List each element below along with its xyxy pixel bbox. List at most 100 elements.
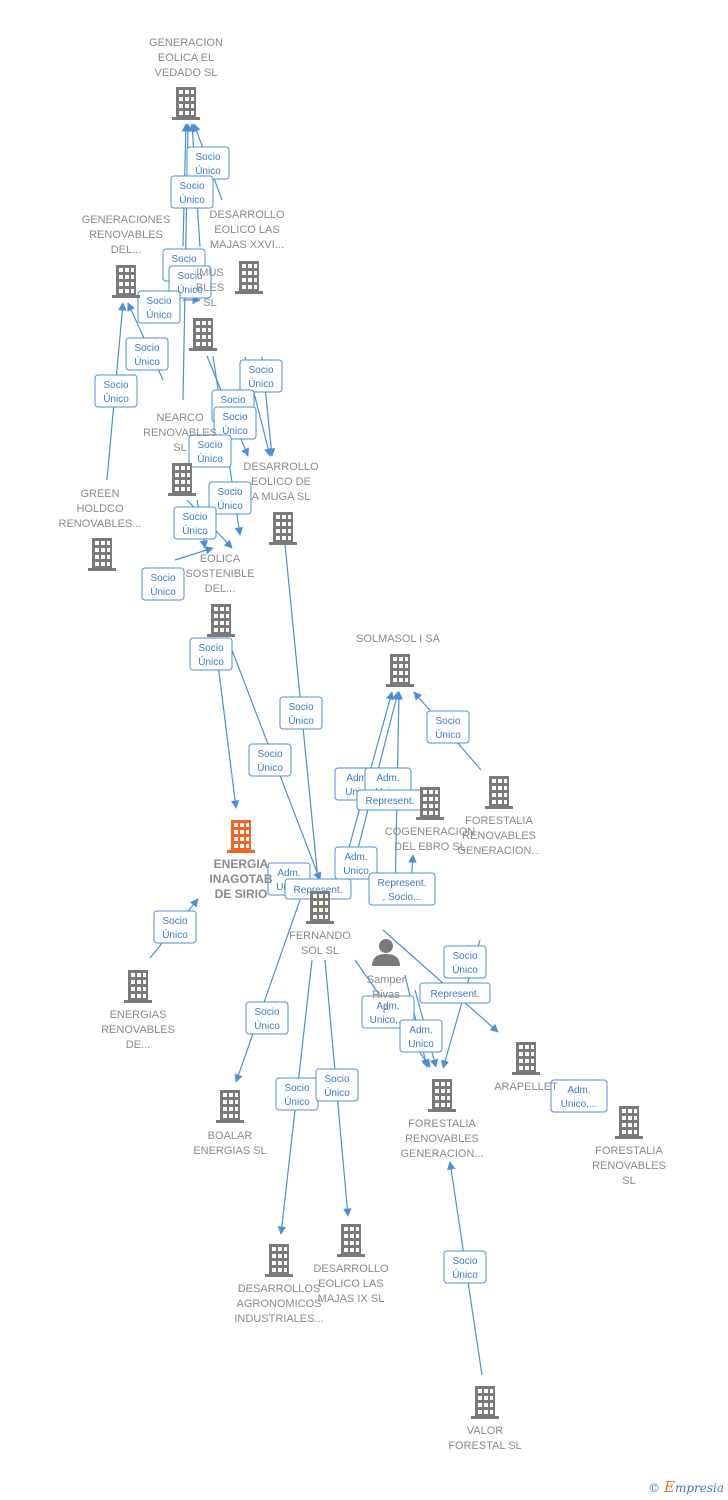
node-label: EOLICO LAS [318, 1278, 383, 1290]
edge-label[interactable]: Adm.Unico [399, 1019, 443, 1053]
building-icon [207, 604, 235, 637]
brand-name: mpresia [674, 1481, 724, 1495]
edge-label-text: Socio [220, 395, 245, 406]
node-label: RENOVABLES [143, 427, 217, 439]
edge-label[interactable]: Represent., Socio... [368, 872, 436, 906]
node-n9[interactable]: SOLMASOL I SA [356, 633, 441, 687]
building-icon [306, 891, 334, 924]
edge-label-text: Represent. [366, 796, 415, 807]
edge-label-text: Unico [343, 866, 369, 877]
building-icon [216, 1090, 244, 1123]
edge-label-text: Único [452, 1268, 478, 1281]
building-icon [428, 1079, 456, 1112]
building-icon [88, 538, 116, 571]
building-icon-highlight [227, 820, 255, 853]
building-icon [337, 1224, 365, 1257]
edge-label-text: Único [103, 392, 129, 405]
edge-label-text: Único [254, 1019, 280, 1032]
edge-label[interactable]: Represent. [356, 789, 424, 811]
edge-25 [234, 899, 301, 1083]
node-label: RENOVABLES [592, 1160, 666, 1172]
node-label: IMUS [196, 267, 224, 279]
node-n10[interactable]: FORESTALIARENOVABLESGENERACION... [457, 776, 541, 857]
footer-brand: © Empresia [648, 1478, 724, 1496]
edge-label-text: Único [248, 377, 274, 390]
edge-label-text: Único [146, 308, 172, 321]
node-label: EOLICA [200, 553, 241, 565]
node-label: DESARROLLO [209, 209, 285, 221]
node-label: HOLDCO [76, 503, 124, 515]
edge-label[interactable]: Adm.Unico [334, 846, 378, 880]
node-label: RENOVABLES [462, 830, 536, 842]
node-n8[interactable]: EOLICASOSTENIBLEDEL... [185, 553, 255, 637]
node-n7[interactable]: GREENHOLDCORENOVABLES... [59, 488, 142, 571]
edge-label-text: Socio [103, 380, 128, 391]
edge-label-text: Único [257, 761, 283, 774]
edge-label-text: Socio [134, 343, 159, 354]
building-icon [416, 787, 444, 820]
node-label: DEL EBRO SL [394, 841, 466, 853]
node-label: ARAPELLET [494, 1081, 558, 1093]
node-label: EOLICA EL [158, 52, 214, 64]
building-icon [615, 1106, 643, 1139]
node-label: INAGOTAB [209, 872, 272, 886]
edge-label[interactable]: Adm.Unico,... [550, 1079, 608, 1113]
node-label: DE... [126, 1039, 150, 1051]
building-icon [485, 776, 513, 809]
edge-label[interactable]: Represent. [419, 982, 491, 1004]
edge-label-text: Socio [284, 1083, 309, 1094]
edge-label-text: Único [198, 655, 224, 668]
node-label: SOL SL [301, 945, 339, 957]
node-n15[interactable]: ENERGIASRENOVABLESDE... [101, 970, 175, 1051]
node-label: AGRONOMICOS [237, 1298, 322, 1310]
building-icon [386, 654, 414, 687]
node-label: FORESTALIA [408, 1118, 476, 1130]
edge-label-text: Represent. [431, 989, 480, 1000]
node-label: ENERGIA [214, 857, 269, 871]
node-n2[interactable]: GENERACIONESRENOVABLESDEL... [82, 214, 171, 298]
node-n18[interactable]: FORESTALIARENOVABLESGENERACION... [400, 1079, 484, 1160]
node-label: VALOR [467, 1425, 504, 1437]
edge-label-text: Único [134, 355, 160, 368]
edge-label-text: Único [284, 1095, 310, 1108]
edge-label-text: Socio [254, 1007, 279, 1018]
node-n16[interactable]: ARAPELLET [494, 1042, 558, 1093]
building-icon [124, 970, 152, 1003]
node-n20[interactable]: DESARROLLOSAGRONOMICOSINDUSTRIALES... [234, 1244, 324, 1325]
